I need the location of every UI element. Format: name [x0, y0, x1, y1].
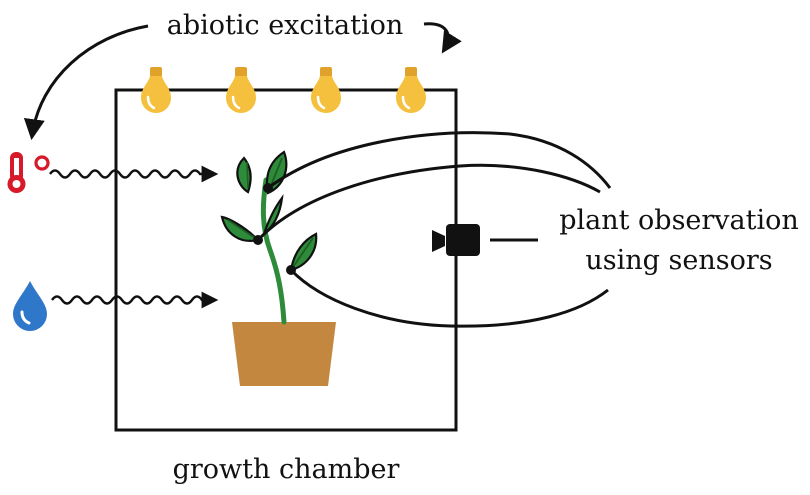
observation-points: [253, 183, 296, 275]
excitation-arrow-right: [423, 22, 462, 54]
plant-leaves: [220, 150, 318, 272]
excitation-arrow-left: [23, 24, 149, 141]
water-wave: [51, 291, 219, 309]
plant-observation-label: plant observation: [559, 205, 799, 236]
water-drop-icon: [13, 281, 47, 331]
growth-chamber-label: growth chamber: [173, 454, 400, 485]
temperature-wave: [49, 165, 219, 183]
light-bulb-icon: [226, 67, 256, 113]
observation-lines: [256, 131, 612, 328]
abiotic-excitation-label: abiotic excitation: [167, 10, 404, 41]
plant-pot: [232, 322, 336, 386]
thermometer-icon: [7, 152, 50, 193]
using-sensors-label: using sensors: [585, 245, 772, 276]
chamber-box: [114, 88, 458, 432]
camera-icon: [432, 224, 480, 256]
light-bulb-icon: [311, 67, 341, 113]
light-bulb-icon: [396, 67, 426, 113]
plant-stem: [260, 177, 287, 325]
light-bulb-row: [141, 67, 426, 113]
light-bulb-icon: [141, 67, 171, 113]
